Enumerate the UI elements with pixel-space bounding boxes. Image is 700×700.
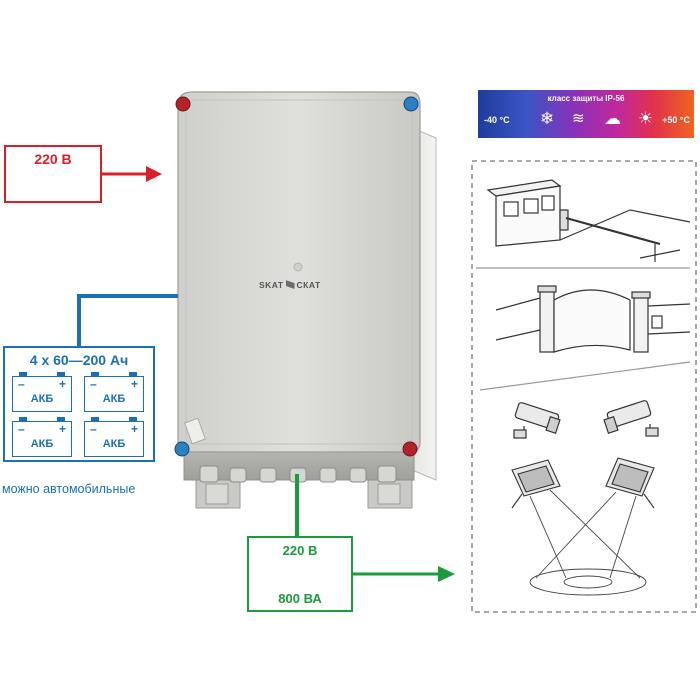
gate-illustration	[479, 285, 691, 391]
cctv-camera-right-icon	[603, 400, 659, 437]
protection-class-label: класс защиты IP-56	[547, 94, 625, 103]
snowflake-icon: ❄	[540, 109, 555, 128]
battery-box: 4 x 60—200 Ач – + АКБ – + АКБ – + АКБ – …	[3, 346, 155, 462]
input-box: 220 В	[4, 145, 102, 203]
output-power-label: 800 ВА	[278, 591, 322, 606]
battery-cell: – + АКБ	[84, 372, 144, 412]
battery-capacity-label: 4 x 60—200 Ач	[29, 352, 129, 368]
brand-mark-icon	[285, 280, 295, 289]
screw-top-left-red	[175, 96, 191, 112]
battery-cell: – + АКБ	[12, 417, 72, 457]
brand-logo-left: SKAT	[259, 280, 284, 290]
sun-icon: ☀	[638, 109, 654, 128]
battery-cell: – + АКБ	[12, 372, 72, 412]
battery-cell-label: АКБ	[102, 393, 126, 405]
battery-note: можно автомобильные	[2, 482, 136, 496]
battery-cell-label: АКБ	[102, 438, 126, 450]
output-box: 220 В 800 ВА	[247, 536, 353, 612]
output-arrow	[353, 566, 455, 582]
battery-connection-line	[77, 294, 178, 346]
brand-logo: SKAT СКАТ	[259, 280, 321, 290]
brand-logo-right: СКАТ	[296, 280, 321, 290]
battery-cell: – + АКБ	[84, 417, 144, 457]
floodlights-illustration	[511, 457, 655, 596]
output-voltage-label: 220 В	[282, 543, 318, 558]
input-arrow	[102, 166, 162, 182]
protection-banner: класс защиты IP-56 -40 °С ❄ ≋ ☁ ☀ +50 °С	[478, 90, 694, 138]
cctv-camera-left-icon	[513, 402, 561, 439]
screw-top-right-blue	[403, 96, 419, 112]
applications-panel	[471, 160, 697, 613]
battery-cell-label: АКБ	[30, 438, 54, 450]
battery-cell-label: АКБ	[30, 393, 54, 405]
wind-icon: ≋	[572, 110, 585, 127]
cable-glands	[199, 465, 397, 483]
screw-bottom-left-blue	[174, 441, 190, 457]
temperature-min-label: -40 °С	[484, 115, 510, 125]
rain-cloud-icon: ☁	[604, 109, 621, 128]
enclosure	[174, 91, 437, 509]
screw-bottom-right-red	[402, 441, 418, 457]
input-voltage-label: 220 В	[34, 151, 72, 167]
guard-booth-barrier-illustration	[476, 179, 691, 269]
temperature-max-label: +50 °С	[662, 115, 690, 125]
